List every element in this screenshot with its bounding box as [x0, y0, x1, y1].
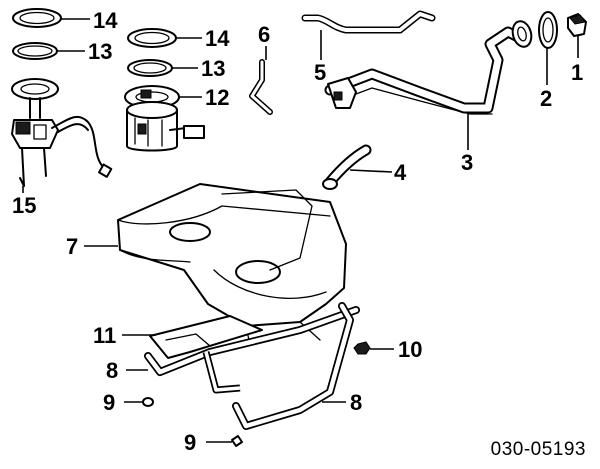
part-8-tank-band-upper — [126, 306, 360, 394]
part-13-oring-center — [127, 59, 198, 77]
callout-12: 12 — [205, 85, 230, 110]
diagram-reference-code: 030-05193 — [490, 439, 586, 460]
part-15-fuel-pump-assembly — [11, 78, 113, 193]
part-14-ring-left — [12, 8, 90, 28]
part-9-bolt-upper — [124, 397, 154, 407]
callout-2: 2 — [540, 86, 553, 111]
part-5-evap-tube — [301, 10, 436, 60]
part-8-tank-band-lower — [232, 302, 354, 430]
callout-10: 10 — [398, 337, 423, 362]
part-3-filler-tube — [324, 20, 533, 150]
part-12-fuel-level-sender — [124, 85, 205, 152]
callout-1: 1 — [571, 60, 584, 85]
callout-8-right: 8 — [350, 390, 363, 415]
part-7-fuel-tank — [84, 183, 347, 346]
part-10-nut — [353, 341, 394, 355]
part-9-bolt-lower — [206, 435, 243, 447]
part-2-filler-ring — [538, 11, 558, 85]
callout-5: 5 — [314, 60, 327, 85]
callout-14-center: 14 — [205, 26, 230, 51]
callout-7: 7 — [66, 234, 79, 259]
callout-11: 11 — [93, 323, 117, 348]
callout-13-center: 13 — [201, 56, 226, 81]
callout-3: 3 — [461, 150, 474, 175]
part-4-vent-hose — [322, 144, 393, 190]
callout-9-lower: 9 — [184, 430, 197, 455]
callout-6: 6 — [258, 22, 271, 47]
callout-4: 4 — [394, 160, 407, 185]
part-1-fuel-cap — [567, 13, 587, 58]
callout-14-left: 14 — [93, 8, 118, 33]
callout-9-upper: 9 — [103, 390, 116, 415]
part-11-heat-insulator — [122, 315, 263, 359]
callout-15: 15 — [12, 193, 37, 218]
part-14-ring-center — [127, 28, 202, 48]
part-6-breather-hose — [249, 46, 273, 115]
part-13-oring-left — [12, 42, 85, 60]
callout-8-left: 8 — [106, 358, 119, 383]
callout-13-left: 13 — [88, 39, 113, 64]
